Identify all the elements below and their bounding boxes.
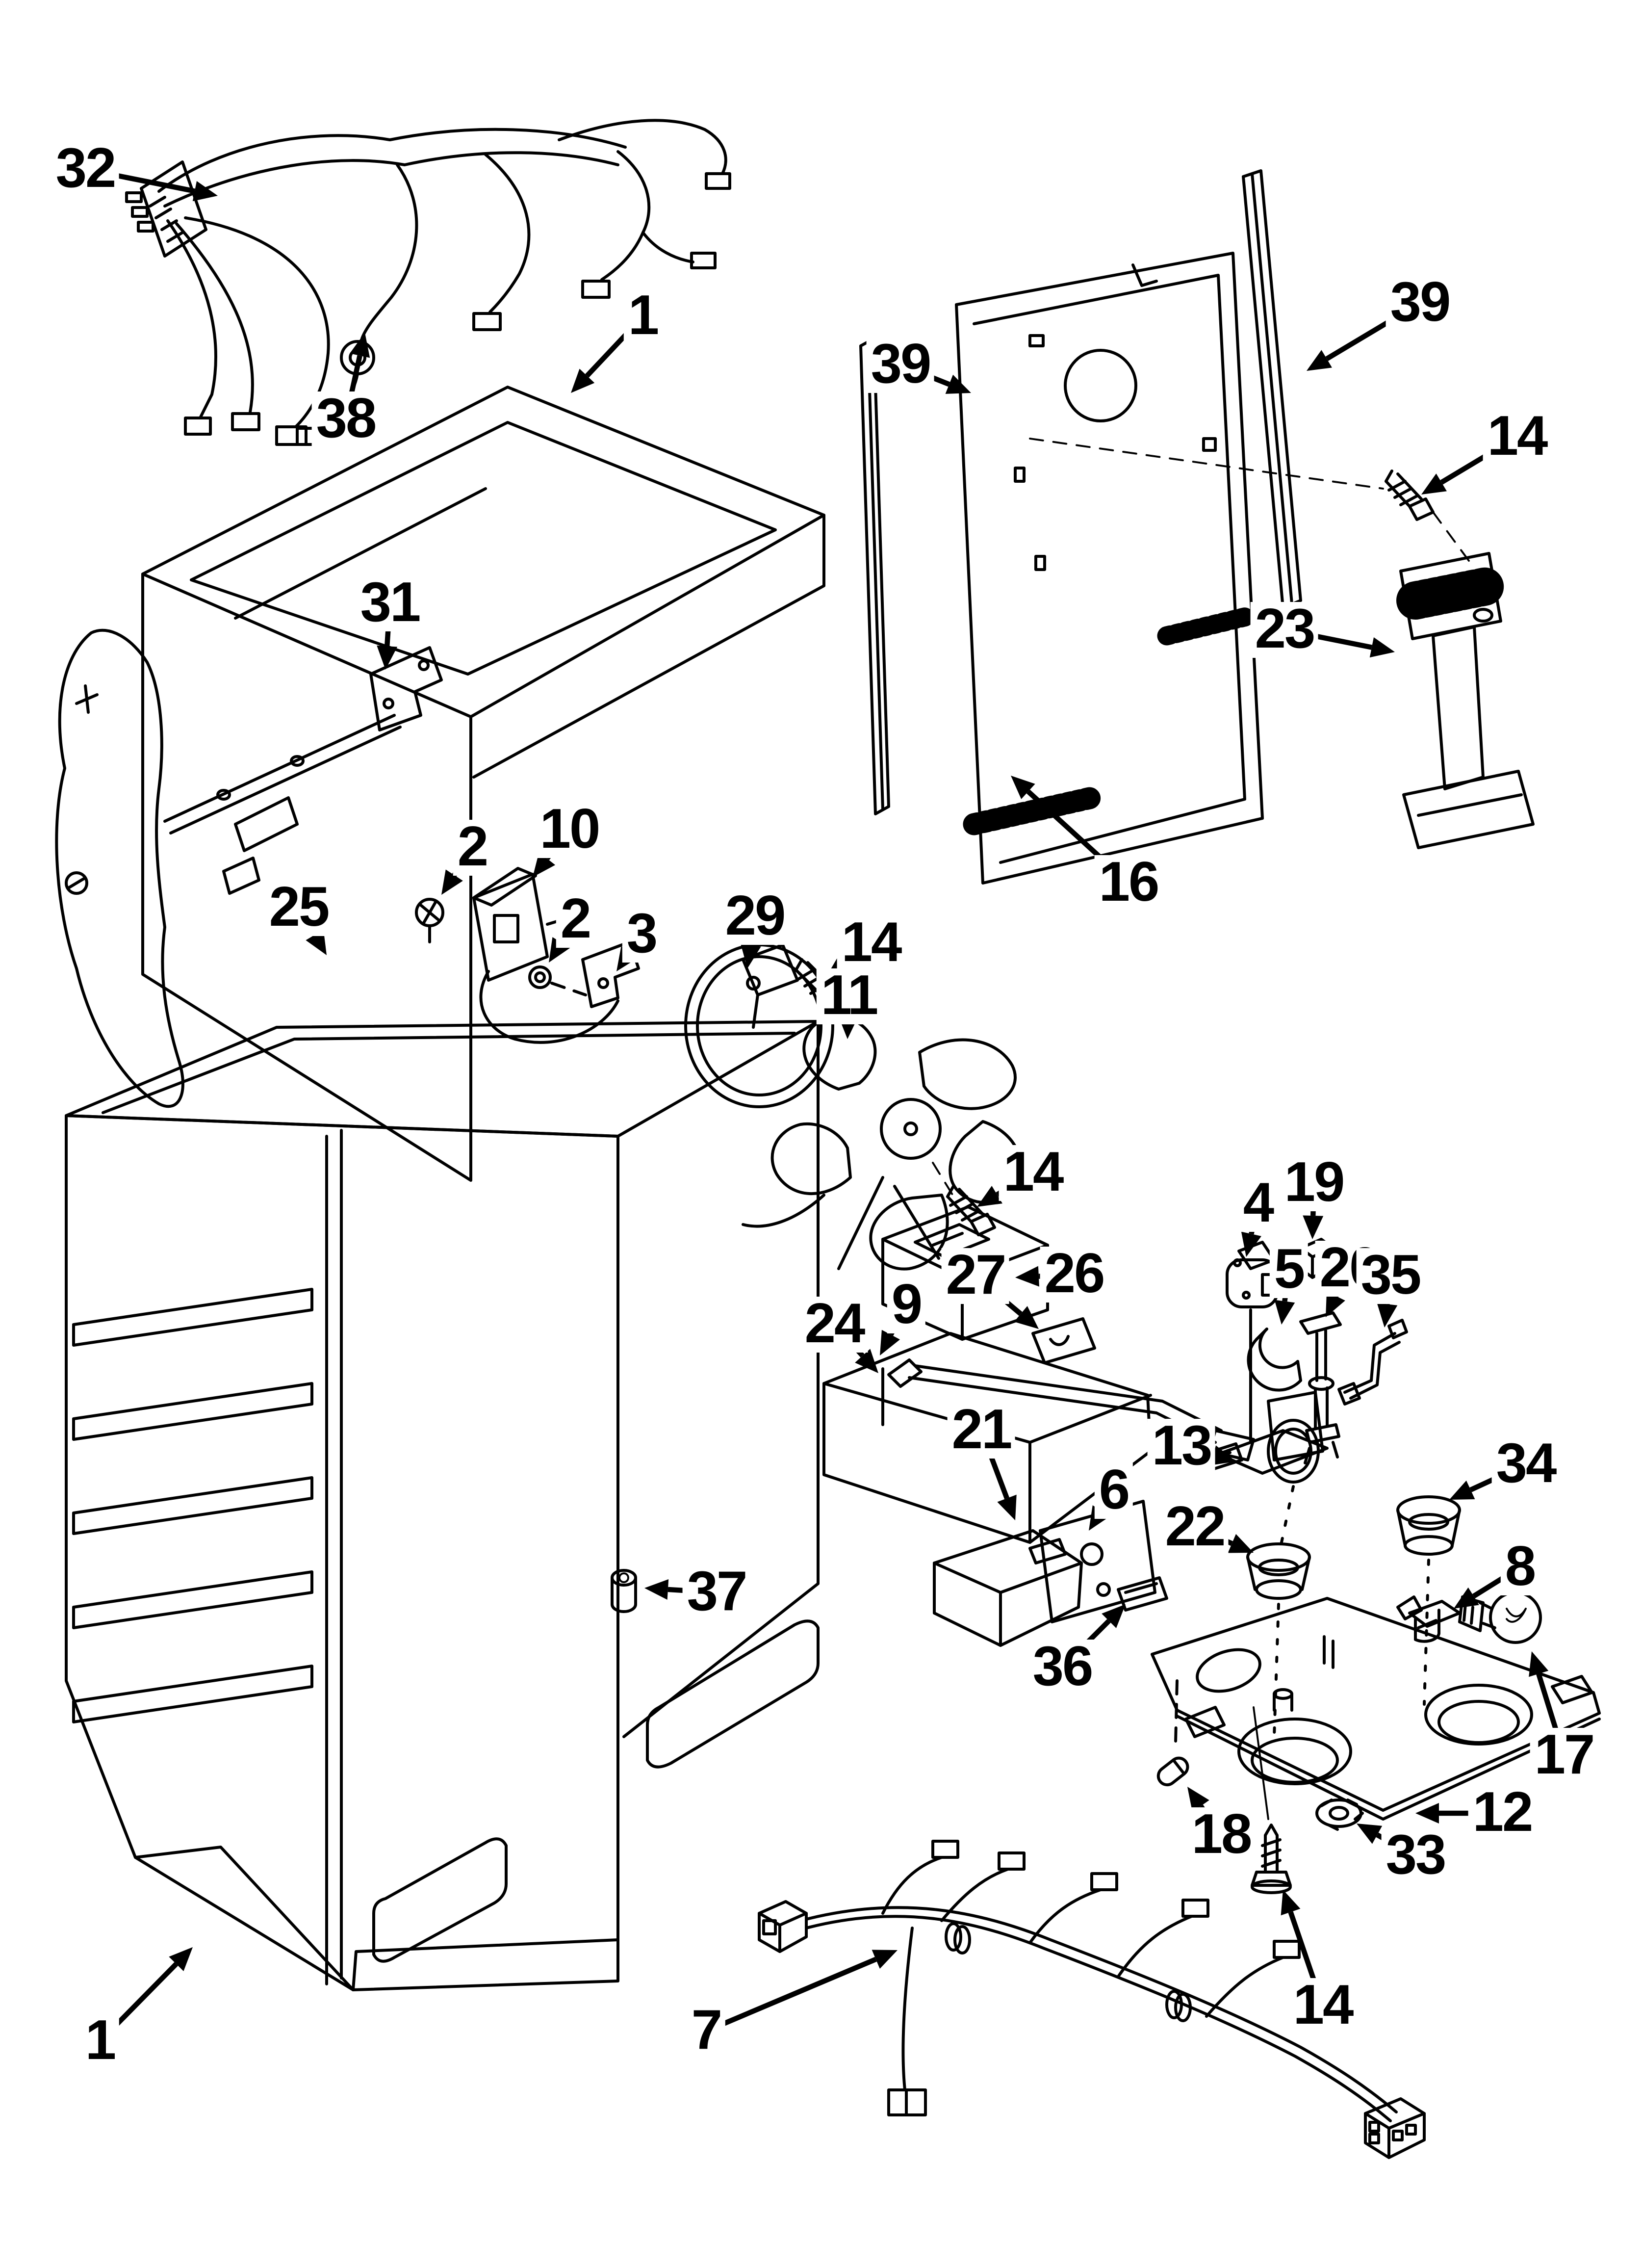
callout-lamp-cylinder: 18: [1187, 1807, 1256, 1863]
callout-curved-tube: 5: [1269, 1242, 1308, 1298]
callout-air-duct-lower: 21: [947, 1403, 1016, 1459]
arrowhead-liner-top: [571, 368, 595, 393]
arrowhead-lower-wire-harness: [872, 1950, 898, 1969]
callout-light-housing: 12: [1468, 1785, 1537, 1841]
arrowhead-spacer-plate: [1102, 1604, 1126, 1628]
callout-liner-top: 1: [623, 288, 663, 344]
arrowhead-lamp-cup-right: [1449, 1480, 1475, 1500]
callout-screw-shroud: 14: [837, 915, 905, 971]
arrowhead-lamp-cup-left: [1228, 1534, 1254, 1553]
callout-support-rail-bracket: 31: [356, 575, 424, 631]
arrowhead-trim-strip-left: [945, 374, 971, 394]
air-damper-drawing: [1396, 552, 1535, 849]
arrowhead-screw-housing: [1281, 1890, 1301, 1916]
arrowhead-air-duct-lower: [997, 1494, 1017, 1520]
arrowhead-thumbscrew: [441, 869, 463, 895]
callout-small-plate: 27: [941, 1248, 1010, 1304]
arrowhead-screw-panel: [1421, 473, 1447, 495]
callout-fan-blade: 11: [816, 968, 882, 1024]
callout-air-damper: 23: [1250, 602, 1319, 658]
callout-air-duct-upper: 24: [800, 1297, 869, 1353]
callout-damper-motor: 4: [1238, 1176, 1278, 1232]
callout-cover-plate: 6: [1094, 1463, 1133, 1519]
arrowhead-nut: [549, 937, 570, 963]
callout-grommet: 25: [264, 880, 333, 936]
callout-motor-cover-box: 26: [1040, 1247, 1108, 1303]
light-housing-drawing: [1151, 1597, 1601, 1894]
arrowhead-drain-plug: [644, 1579, 669, 1600]
callout-upper-wire-harness: 32: [51, 141, 120, 197]
callout-terminal-block: 19: [1280, 1155, 1348, 1211]
callout-liner-bottom: 1: [80, 2013, 120, 2069]
arrowhead-liner-bottom: [169, 1947, 193, 1971]
screw-panel-drawing: [1385, 469, 1435, 521]
callout-lamp-bracket: 13: [1147, 1419, 1216, 1475]
callout-screw-panel: 14: [1483, 409, 1551, 465]
callout-thermostat: 10: [535, 802, 604, 858]
callout-lower-wire-harness: 7: [687, 2003, 726, 2059]
arrowhead-evaporator-cover-panel: [1011, 776, 1035, 799]
callout-push-nut: 33: [1381, 1828, 1450, 1884]
arrowhead-air-duct-upper: [855, 1349, 878, 1373]
arrowhead-curved-tube: [1274, 1300, 1295, 1325]
callout-bulb-socket: 8: [1500, 1539, 1539, 1595]
arrowhead-trim-strip-right: [1307, 350, 1332, 371]
arrowhead-motor-cover-box: [1015, 1266, 1039, 1287]
arrowhead-air-damper: [1369, 637, 1395, 658]
callout-fan-shroud-bracket: 29: [720, 889, 789, 945]
callout-spacer-plate: 36: [1028, 1640, 1097, 1695]
callout-lamp-cup-right: 34: [1491, 1436, 1560, 1492]
arrowhead-lamp-cylinder: [1187, 1787, 1209, 1812]
arrowhead-screw-fan: [977, 1186, 1002, 1207]
arrowhead-harness-round-connector: [350, 333, 370, 358]
callout-trim-strip-right: 39: [1385, 275, 1454, 331]
screw-housing-drawing: [1251, 1824, 1292, 1894]
callout-duct-strip: 9: [887, 1277, 926, 1333]
callout-screw-housing: 14: [1288, 1978, 1357, 2034]
callout-bracket: 3: [622, 907, 661, 963]
drain-plug-drawing: [611, 1569, 637, 1613]
callout-screw-fan: 14: [999, 1145, 1067, 1201]
callout-evaporator-cover-panel: 16: [1094, 855, 1163, 911]
callout-harness-round-connector: 38: [311, 391, 380, 447]
arrowhead-thermostat: [533, 852, 556, 877]
arrowhead-upper-wire-harness: [192, 181, 218, 202]
callout-light-bulb: 17: [1530, 1728, 1598, 1784]
arrowhead-bulb-socket: [1454, 1587, 1479, 1609]
arrowhead-grommet: [306, 930, 327, 955]
arrowhead-lamp-bracket: [1210, 1445, 1236, 1465]
callout-drain-plug: 37: [682, 1564, 751, 1620]
arrowhead-small-plate: [1014, 1306, 1039, 1329]
arrowhead-terminal-block: [1303, 1215, 1324, 1239]
callout-thumbscrew: 2: [453, 820, 492, 876]
arrowhead-push-nut: [1357, 1824, 1383, 1844]
arrowhead-support-rail-bracket: [377, 645, 398, 670]
callout-lamp-cup-left: 22: [1160, 1500, 1229, 1556]
arrowhead-damper-motor: [1241, 1231, 1261, 1257]
upper-liner-drawing: [55, 386, 842, 1182]
arrowhead-fan-shroud-bracket: [740, 943, 761, 968]
callout-bracket-strip: 35: [1356, 1248, 1425, 1304]
callout-trim-strip-left: 39: [866, 337, 935, 393]
callout-nut: 2: [556, 892, 595, 948]
arrowhead-duct-strip: [880, 1330, 900, 1356]
leader-line-lower-wire-harness: [705, 1956, 877, 2033]
arrowhead-light-housing: [1415, 1803, 1439, 1824]
arrowhead-sensor-shaft: [1326, 1291, 1345, 1317]
arrowhead-bracket-strip: [1377, 1303, 1398, 1328]
lower-wire-harness-drawing: [758, 1840, 1426, 2159]
arrowhead-light-bulb: [1529, 1651, 1549, 1677]
